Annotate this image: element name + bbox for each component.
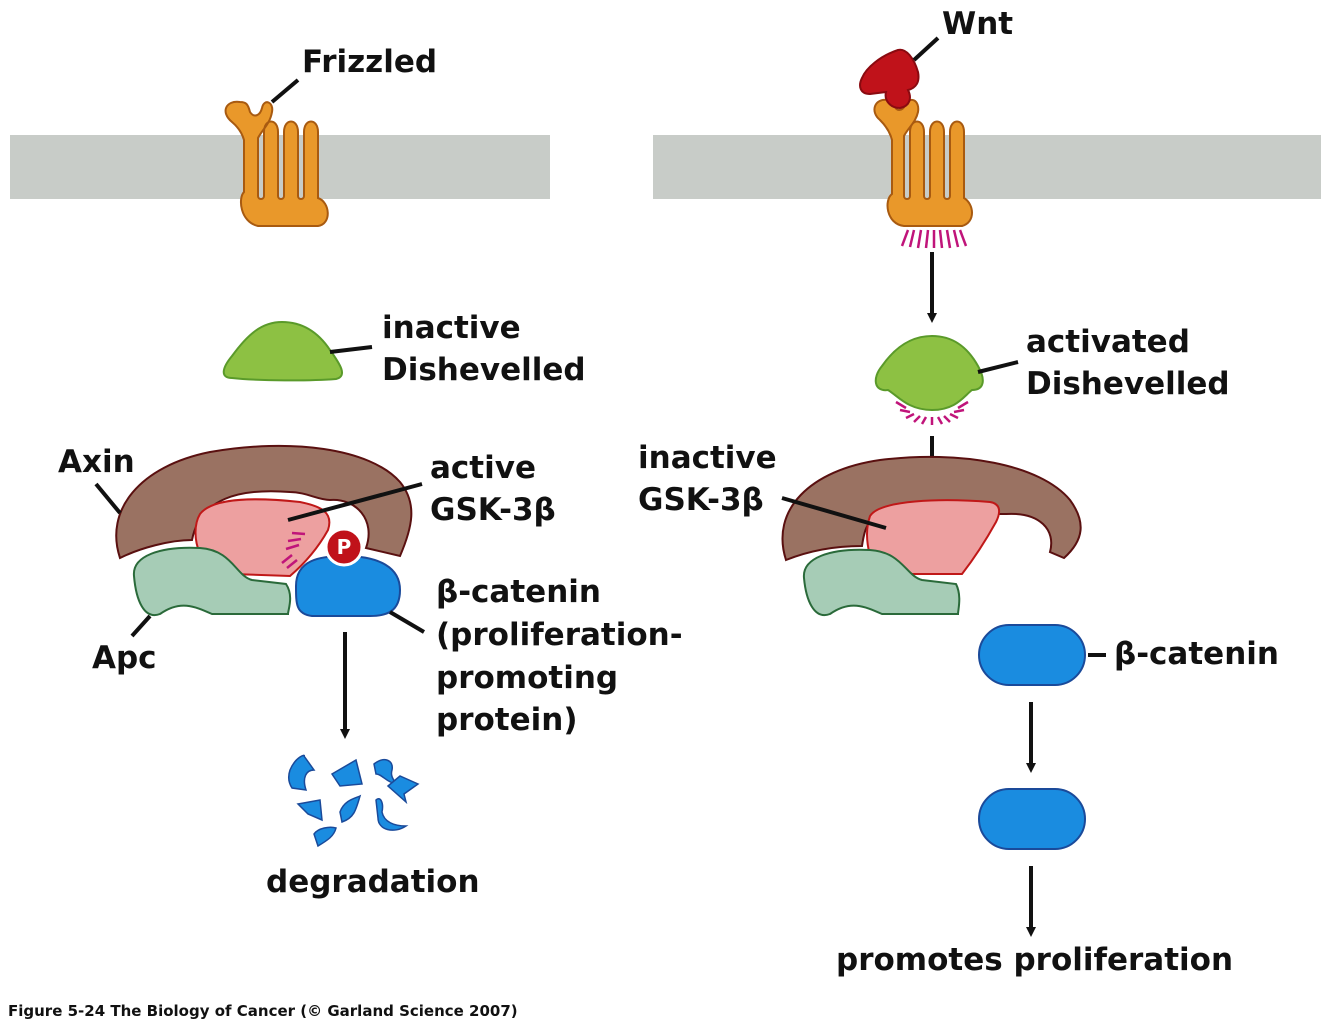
wnt-ligand [859,36,940,110]
beta-catenin-nuclear [978,788,1086,850]
gsk3b-active-label-line1: active [430,450,536,486]
dishevelled-inactive [222,320,373,382]
destruction-complex: P [94,444,426,638]
right-panel: Wnt activated Dishevelled [638,6,1321,978]
left-panel: Frizzled inactive Dishevelled P [10,44,683,900]
gsk3b-inactive-label-line2: GSK-3β [638,482,764,518]
gsk3b-active-label-line2: GSK-3β [430,492,556,528]
dishevelled-activated-label-line1: activated [1026,324,1190,360]
receptor-activation-spikes [900,229,968,249]
apc-shape-left [132,546,292,617]
degraded-beta-catenin-fragments [287,754,420,848]
beta-catenin-label-line2: (proliferation- [436,617,683,653]
axin-label: Axin [58,444,135,480]
phosphate-group [324,527,364,567]
apc-label: Apc [92,640,157,676]
beta-catenin-label-line4: protein) [436,702,577,738]
dishevelled-activated-label-line2: Dishevelled [1026,366,1230,402]
dishevelled-activation-spikes [895,400,969,425]
frizzled-label: Frizzled [302,44,437,80]
promotes-proliferation-label: promotes proliferation [836,942,1233,978]
disrupted-complex [781,455,1082,617]
wnt-label: Wnt [942,6,1013,42]
beta-catenin-free-label: β-catenin [1114,636,1279,672]
figure-caption: Figure 5-24 The Biology of Cancer (© Gar… [8,1002,518,1020]
dishevelled-inactive-label-line1: inactive [382,310,521,346]
gsk3b-inactive-label-line1: inactive [638,440,777,476]
beta-catenin-label-line1: β-catenin [436,574,601,610]
frizzled-receptor-right [873,98,973,249]
dishevelled-inactive-label-line2: Dishevelled [382,352,586,388]
frizzled-receptor-left [224,78,329,227]
dishevelled-activated [874,334,1019,425]
degradation-label: degradation [266,864,480,900]
cell-membrane-left [10,135,550,199]
phosphate-label: P [337,535,352,559]
apc-shape-right [802,548,961,617]
beta-catenin-free [978,624,1086,686]
gsk3b-kinase-spikes [281,531,306,569]
cell-membrane-right [653,135,1321,199]
beta-catenin-label-line3: promoting [436,660,618,696]
beta-catenin-bound [294,554,402,617]
